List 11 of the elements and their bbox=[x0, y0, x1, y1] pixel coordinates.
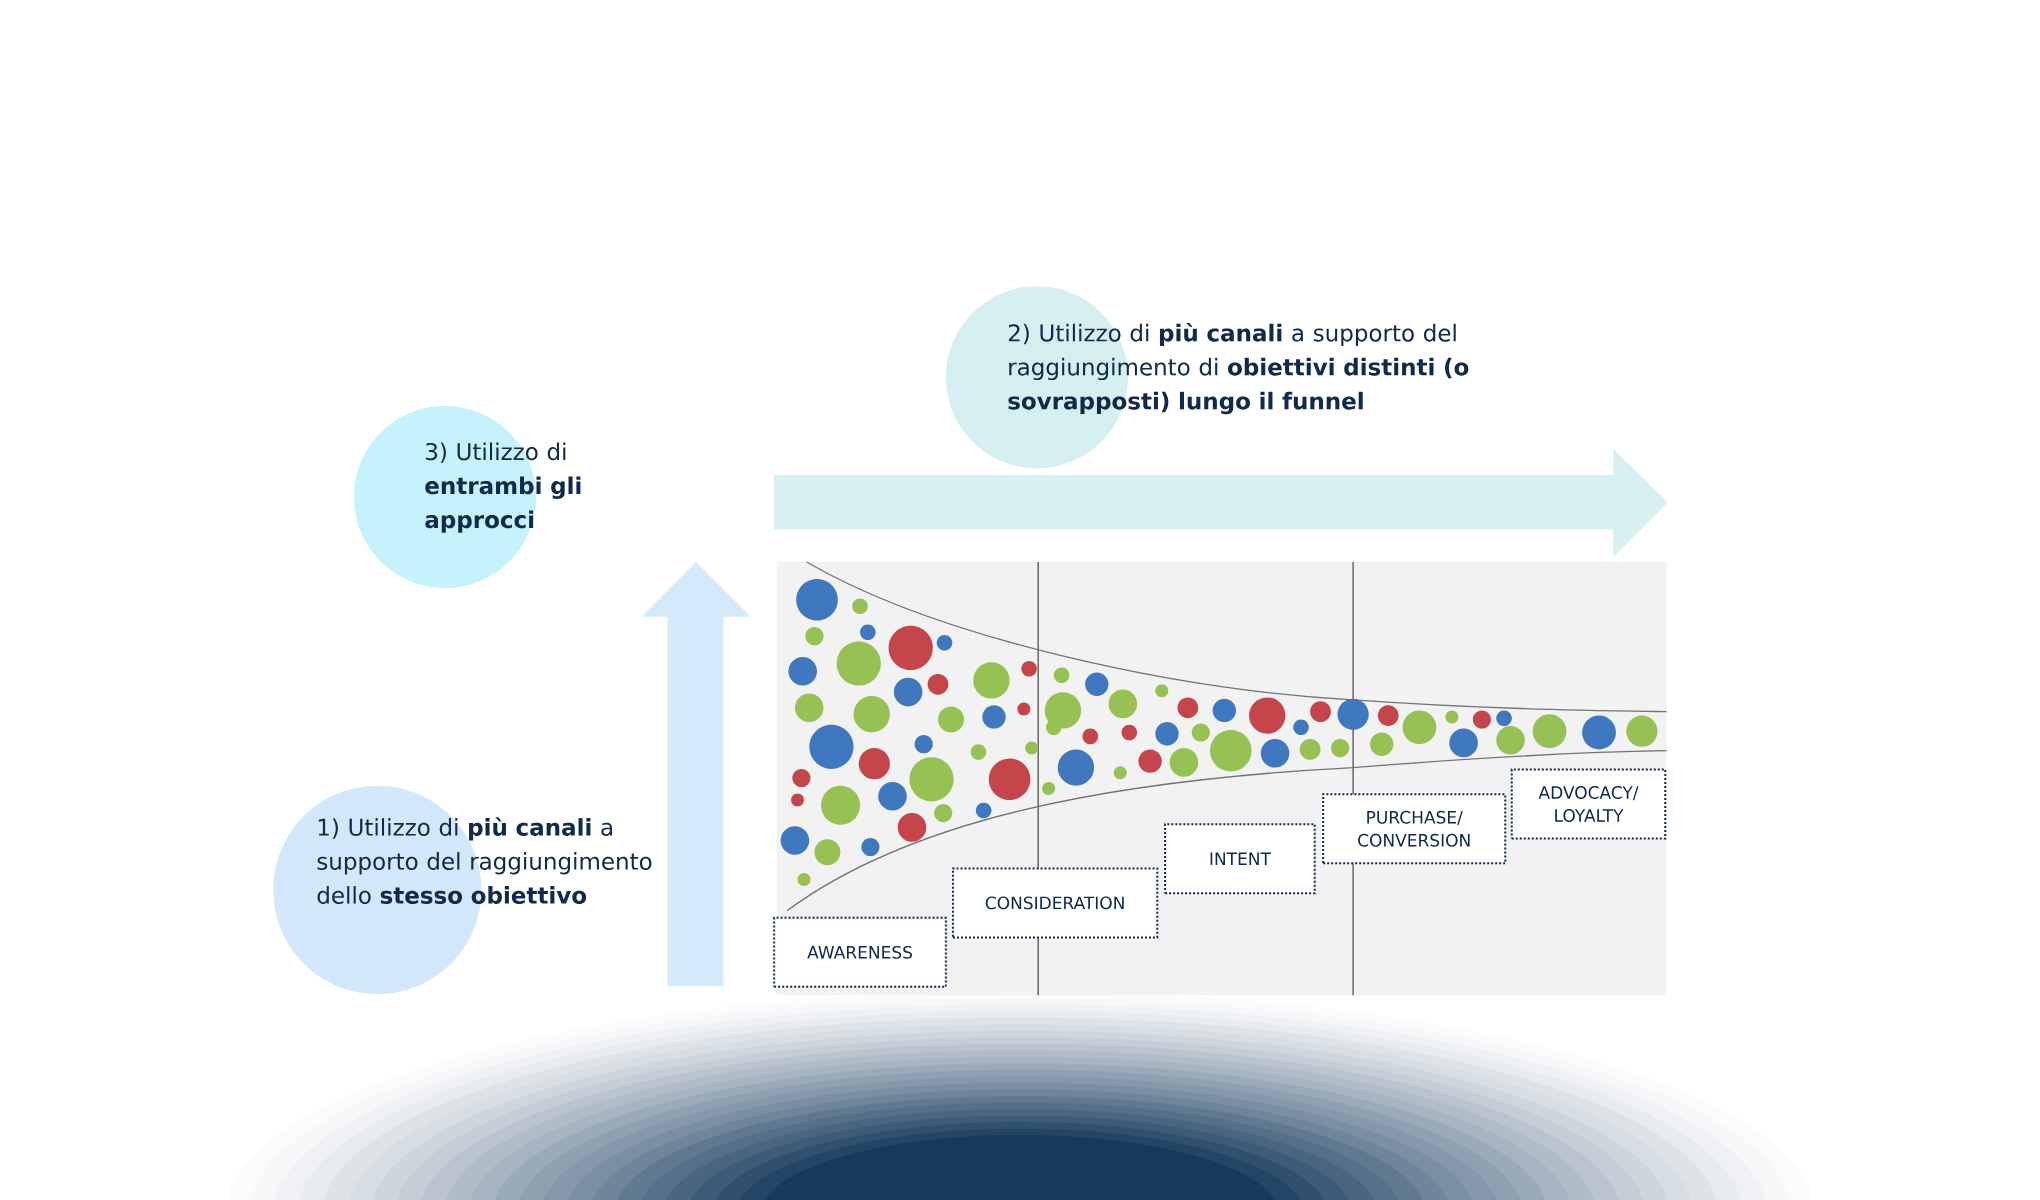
stage-box: CONSIDERATION bbox=[951, 867, 1159, 939]
circle-callout: 2) Utilizzo di più canali a supporto del raggiungimento di obiettivi distinti (o sovrapposti) lungo il funnel bbox=[945, 286, 1469, 469]
circle-callout: 3) Utilizzo di entrambi gli approcci bbox=[353, 405, 581, 589]
node-label: più canali a supporto del bbox=[1159, 322, 1456, 347]
stage-box: AWARENESS bbox=[773, 916, 947, 988]
stage-box: INTENT bbox=[1164, 823, 1316, 895]
stage-box: PURCHASE/ CONVERSION bbox=[1322, 793, 1507, 865]
stage-box: ADVOCACY/ LOYALTY bbox=[1510, 768, 1667, 840]
node-label: più canali a bbox=[469, 817, 613, 841]
node-label: obiettivi distinti (o bbox=[1228, 357, 1469, 379]
circle-callout: 1) Utilizzo di più canali a supporto del raggiungimento dello stesso obiettivo bbox=[273, 785, 652, 994]
